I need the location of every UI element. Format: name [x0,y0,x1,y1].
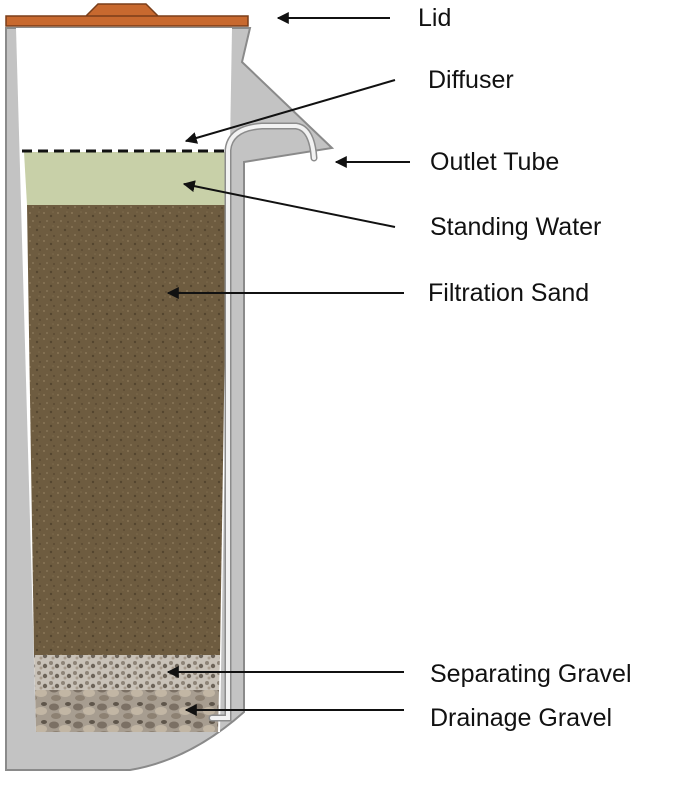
outlet-tube-inner [210,124,316,720]
standing-water-arrow [182,180,396,228]
diffuser-arrow [184,79,396,144]
label-outlet-tube: Outlet Tube [430,148,560,176]
label-standing-water: Standing Water [430,213,602,241]
label-diffuser: Diffuser [428,66,514,94]
lid [5,3,249,27]
label-drainage-gravel: Drainage Gravel [430,704,613,732]
separating-gravel-layer [34,655,220,690]
label-separating-gravel: Separating Gravel [430,660,632,688]
label-lid: Lid [418,4,452,32]
standing-water-layer [24,152,228,205]
label-filtration-sand: Filtration Sand [428,279,590,307]
drainage-gravel-layer [35,690,219,732]
filtration-sand-layer [27,205,227,655]
